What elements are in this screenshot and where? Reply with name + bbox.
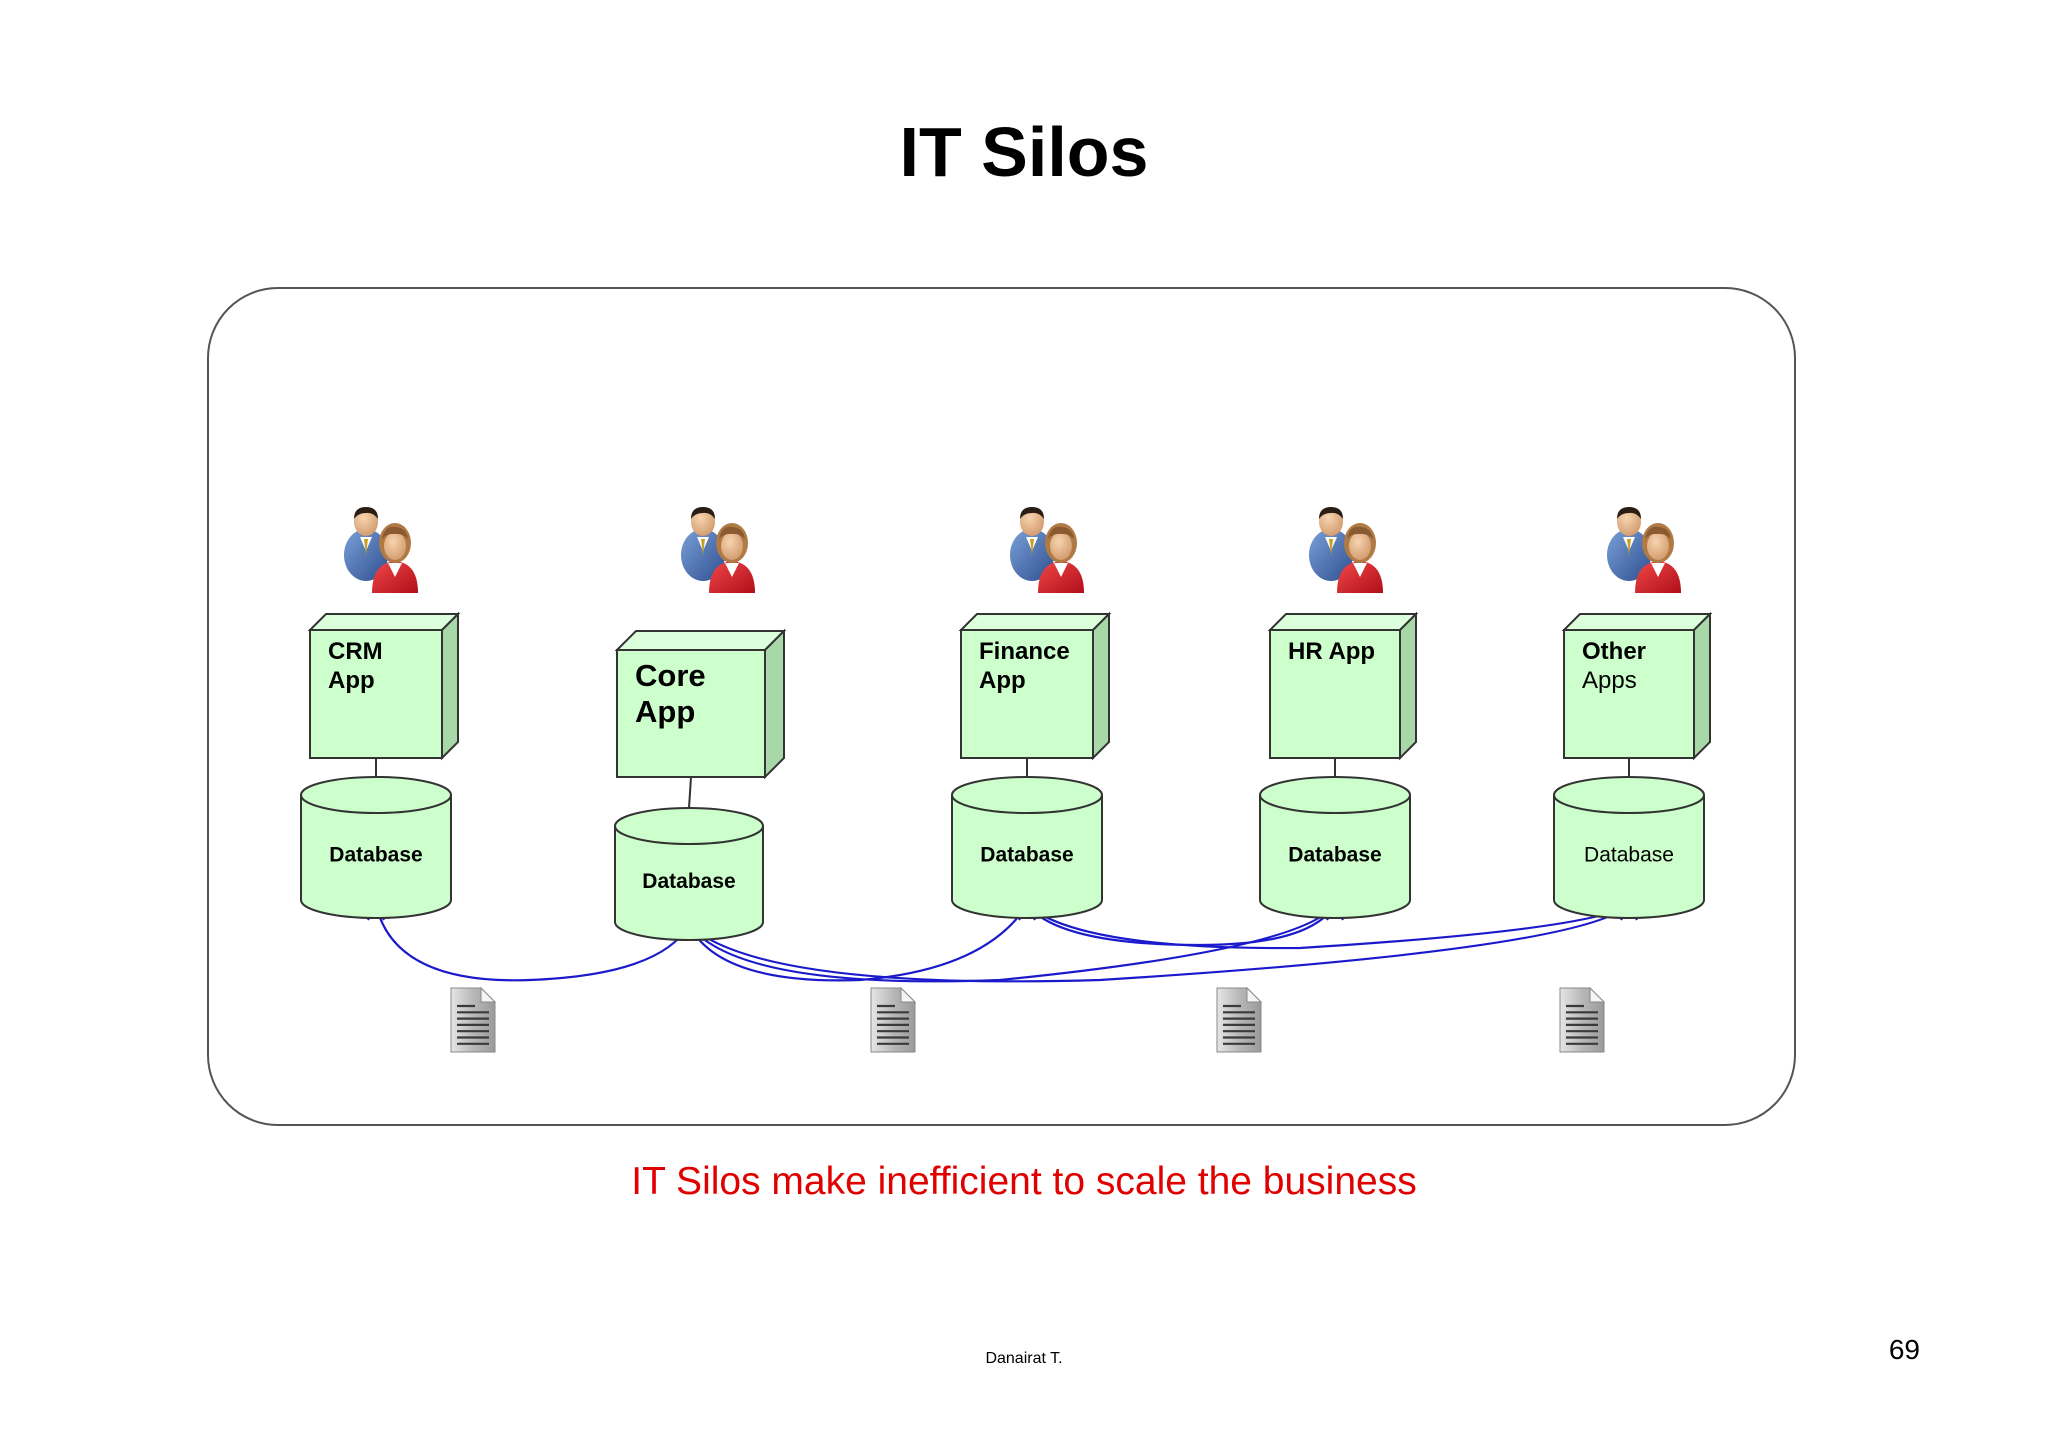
app-label-line2-2: App bbox=[979, 667, 1026, 694]
app-label-line2-1: App bbox=[635, 694, 695, 729]
database-0: Database bbox=[300, 776, 452, 919]
users-icon bbox=[1607, 507, 1681, 593]
users-icon bbox=[344, 507, 418, 593]
page-number: 69 bbox=[1888, 1334, 1920, 1365]
document-icon bbox=[870, 986, 917, 1053]
database-label-0: Database bbox=[329, 844, 422, 867]
app-label-1: Core bbox=[635, 658, 706, 693]
integration-arrow-3 bbox=[688, 904, 1630, 983]
database-label-2: Database bbox=[980, 844, 1073, 867]
app-label-3: HR App bbox=[1288, 638, 1375, 665]
document-icon bbox=[1559, 986, 1606, 1053]
app-label-0: CRM bbox=[328, 638, 383, 665]
footer-author: Danairat T. bbox=[985, 1350, 1063, 1367]
users-icon bbox=[1309, 507, 1383, 593]
app-label-2: Finance bbox=[979, 638, 1070, 665]
users-icon bbox=[681, 507, 755, 593]
document-icon bbox=[1216, 986, 1263, 1053]
database-4: Database bbox=[1553, 776, 1705, 919]
app-box-3: HR App bbox=[1267, 611, 1419, 761]
app-label-line2-0: App bbox=[328, 667, 375, 694]
database-label-1: Database bbox=[642, 870, 735, 893]
database-1: Database bbox=[614, 807, 764, 941]
document-icon bbox=[450, 986, 497, 1053]
database-label-3: Database bbox=[1288, 844, 1381, 867]
app-label-line2-4: Apps bbox=[1582, 667, 1637, 694]
integration-arrow-0 bbox=[374, 904, 690, 982]
database-3: Database bbox=[1259, 776, 1411, 919]
users-icon bbox=[1010, 507, 1084, 593]
database-2: Database bbox=[951, 776, 1103, 919]
integration-arrow-2 bbox=[688, 904, 1336, 983]
slide-title: IT Silos bbox=[899, 113, 1149, 191]
app-db-link-1 bbox=[688, 776, 692, 809]
app-label-4: Other bbox=[1582, 638, 1646, 665]
slide-caption: IT Silos make inefficient to scale the b… bbox=[631, 1160, 1417, 1203]
integration-arrow-5 bbox=[1026, 904, 1630, 950]
database-label-4: Database bbox=[1584, 844, 1674, 867]
